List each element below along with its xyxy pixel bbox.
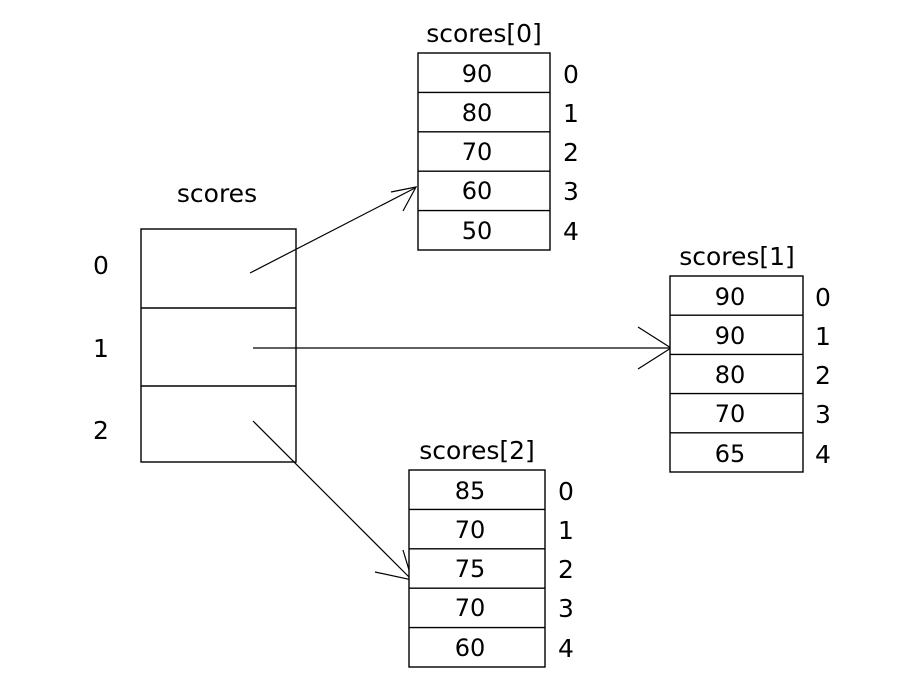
pointer-arrow-2-head xyxy=(374,549,413,581)
inner-array-1-cell-2: 80 xyxy=(715,361,746,389)
inner-array-1-title: scores[1] xyxy=(679,242,795,271)
outer-array-box xyxy=(140,228,297,463)
inner-array-1-index-2: 2 xyxy=(815,361,831,390)
inner-array-0-cell-1: 80 xyxy=(462,99,493,127)
pointer-arrow-0-head xyxy=(390,186,418,212)
inner-array-0-index-2: 2 xyxy=(563,138,579,167)
pointer-arrow-1 xyxy=(253,326,673,370)
inner-array-2-cell-0: 85 xyxy=(455,477,486,505)
inner-array-2-cell-1: 70 xyxy=(455,516,486,544)
inner-array-2-title: scores[2] xyxy=(419,436,535,465)
inner-array-2-cell-3: 70 xyxy=(455,594,486,622)
inner-array-0-index-0: 0 xyxy=(563,60,579,89)
inner-array-0-index-4: 4 xyxy=(563,217,579,246)
pointer-arrow-0 xyxy=(249,186,418,274)
outer-array-title: scores xyxy=(177,179,257,208)
outer-index-label-1: 1 xyxy=(93,334,109,363)
inner-array-0-title: scores[0] xyxy=(426,19,542,48)
inner-array-1-index-4: 4 xyxy=(815,440,831,469)
inner-array-2-index-4: 4 xyxy=(558,634,574,663)
inner-array-1-index-1: 1 xyxy=(815,322,831,351)
pointer-arrow-2 xyxy=(252,420,413,581)
pointer-arrow-0-shaft xyxy=(249,187,416,274)
inner-array-2-cell-2: 75 xyxy=(455,555,486,583)
inner-array-1-index-3: 3 xyxy=(815,400,831,429)
inner-array-0-index-3: 3 xyxy=(563,177,579,206)
inner-array-0-cell-0: 90 xyxy=(462,60,493,88)
inner-array-1-index-0: 0 xyxy=(815,283,831,312)
inner-array-1-box xyxy=(669,275,804,473)
inner-array-scores-0: scores[0] 90 80 70 60 50 0 1 2 3 4 xyxy=(417,19,579,251)
inner-array-scores-1: scores[1] 90 90 80 70 65 0 1 2 3 4 xyxy=(669,242,831,473)
outer-index-label-2: 2 xyxy=(93,416,109,445)
inner-array-1-cell-1: 90 xyxy=(715,322,746,350)
inner-array-0-cell-3: 60 xyxy=(462,177,493,205)
inner-array-1-cell-0: 90 xyxy=(715,283,746,311)
inner-array-2-index-0: 0 xyxy=(558,477,574,506)
inner-array-0-cell-4: 50 xyxy=(462,217,493,245)
pointer-arrow-2-shaft xyxy=(252,420,412,580)
inner-array-1-cell-3: 70 xyxy=(715,400,746,428)
outer-array-scores: scores 0 1 2 xyxy=(93,179,297,463)
inner-array-1-cell-4: 65 xyxy=(715,440,746,468)
outer-index-label-0: 0 xyxy=(93,251,109,280)
inner-array-scores-2: scores[2] 85 70 75 70 60 0 1 2 3 4 xyxy=(408,436,574,668)
inner-array-2-index-1: 1 xyxy=(558,516,574,545)
inner-array-0-cell-2: 70 xyxy=(462,138,493,166)
inner-array-0-index-1: 1 xyxy=(563,99,579,128)
inner-array-2-index-2: 2 xyxy=(558,555,574,584)
inner-array-2-cell-4: 60 xyxy=(455,634,486,662)
inner-array-2-box xyxy=(408,469,546,668)
inner-array-0-box xyxy=(417,52,551,251)
inner-array-2-index-3: 3 xyxy=(558,594,574,623)
